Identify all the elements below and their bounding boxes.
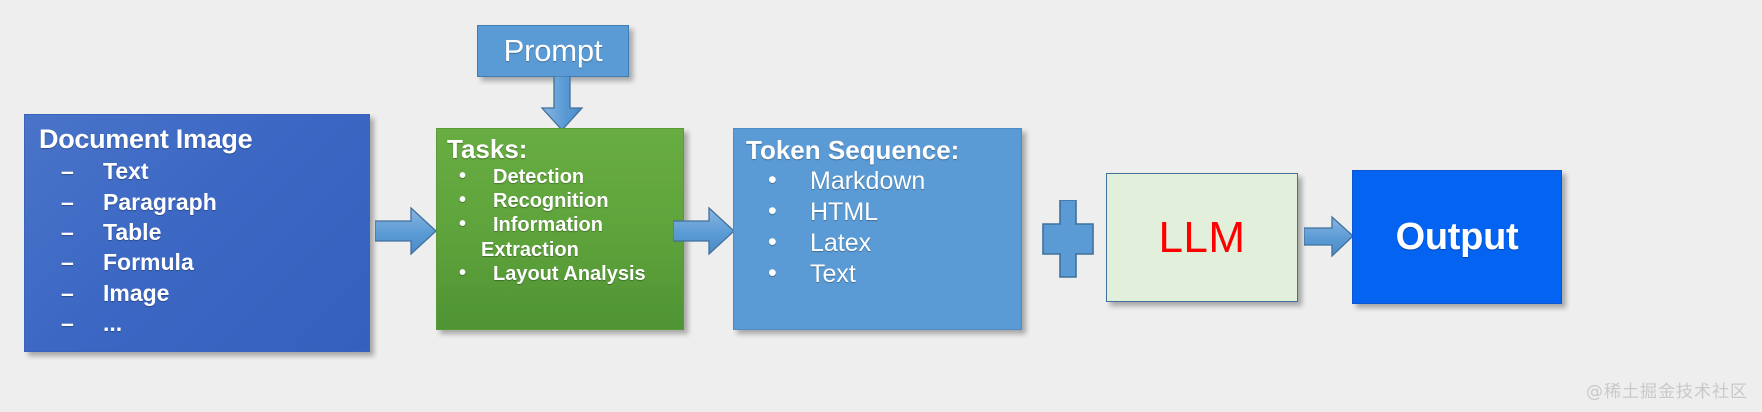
token-sequence-title: Token Sequence: xyxy=(746,135,960,165)
list-item: • Detection xyxy=(459,165,683,189)
list-item-label-continuation: Extraction xyxy=(481,238,579,261)
list-item: – Paragraph xyxy=(61,187,369,217)
plus-combiner-icon xyxy=(1042,200,1094,278)
dash-marker: – xyxy=(61,310,74,337)
list-item: • Latex xyxy=(768,228,1021,259)
list-item-label: Paragraph xyxy=(103,188,217,215)
token-sequence-box: Token Sequence: • Markdown • HTML • Late… xyxy=(733,128,1022,330)
document-image-list: – Text – Paragraph – Table – Formula – I… xyxy=(39,156,369,338)
document-image-title: Document Image xyxy=(39,124,253,154)
list-item-label: Markdown xyxy=(810,166,926,195)
bullet-marker: • xyxy=(459,188,467,211)
list-item-label: Detection xyxy=(493,165,585,188)
list-item: – Image xyxy=(61,278,369,308)
llm-label: LLM xyxy=(1158,212,1246,262)
bullet-marker: • xyxy=(459,213,467,236)
list-item-label: ... xyxy=(103,310,123,337)
tasks-box: Tasks: • Detection • Recognition • Infor… xyxy=(436,128,684,330)
list-item-label: Latex xyxy=(810,229,872,258)
arrow-document-to-tasks-icon xyxy=(375,206,437,256)
list-item: – ... xyxy=(61,308,369,338)
list-item-label: Image xyxy=(103,279,170,306)
list-item: – Text xyxy=(61,156,369,186)
bullet-marker: • xyxy=(768,228,777,257)
dash-marker: – xyxy=(61,219,74,246)
watermark: @稀土掘金技术社区 xyxy=(1586,382,1748,402)
list-item: • Recognition xyxy=(459,189,683,213)
output-box: Output xyxy=(1352,170,1562,304)
bullet-marker: • xyxy=(768,259,777,288)
arrow-prompt-to-tasks-icon xyxy=(540,76,584,131)
list-item-label: Information xyxy=(493,214,603,237)
bullet-marker: • xyxy=(459,164,467,187)
tasks-list: • Detection • Recognition • Information … xyxy=(447,165,683,287)
token-sequence-list: • Markdown • HTML • Latex • Text xyxy=(746,166,1021,291)
arrow-tasks-to-token-icon xyxy=(673,206,735,256)
list-item: • Layout Analysis xyxy=(459,262,683,286)
dash-marker: – xyxy=(61,249,74,276)
list-item-label: Recognition xyxy=(493,189,609,212)
bullet-marker: • xyxy=(459,262,467,285)
list-item-label: Text xyxy=(810,260,856,289)
output-label: Output xyxy=(1395,215,1519,258)
arrow-llm-to-output-icon xyxy=(1304,215,1354,258)
document-image-box: Document Image – Text – Paragraph – Tabl… xyxy=(24,114,370,352)
llm-box: LLM xyxy=(1106,173,1298,302)
dash-marker: – xyxy=(61,188,74,215)
prompt-label: Prompt xyxy=(503,33,603,68)
list-item-label: Formula xyxy=(103,249,194,276)
list-item-label: HTML xyxy=(810,197,879,226)
bullet-marker: • xyxy=(768,196,777,225)
list-item: • Information Extraction xyxy=(459,213,683,262)
dash-marker: – xyxy=(61,279,74,306)
list-item-label: Table xyxy=(103,219,162,246)
list-item: • HTML xyxy=(768,197,1021,228)
list-item-label: Text xyxy=(103,158,149,185)
dash-marker: – xyxy=(61,158,74,185)
list-item: – Formula xyxy=(61,247,369,277)
prompt-box: Prompt xyxy=(477,25,629,77)
list-item: • Text xyxy=(768,259,1021,290)
list-item: • Markdown xyxy=(768,166,1021,197)
list-item: – Table xyxy=(61,217,369,247)
bullet-marker: • xyxy=(768,165,777,194)
tasks-title: Tasks: xyxy=(447,134,528,164)
list-item-label: Layout Analysis xyxy=(493,263,646,286)
